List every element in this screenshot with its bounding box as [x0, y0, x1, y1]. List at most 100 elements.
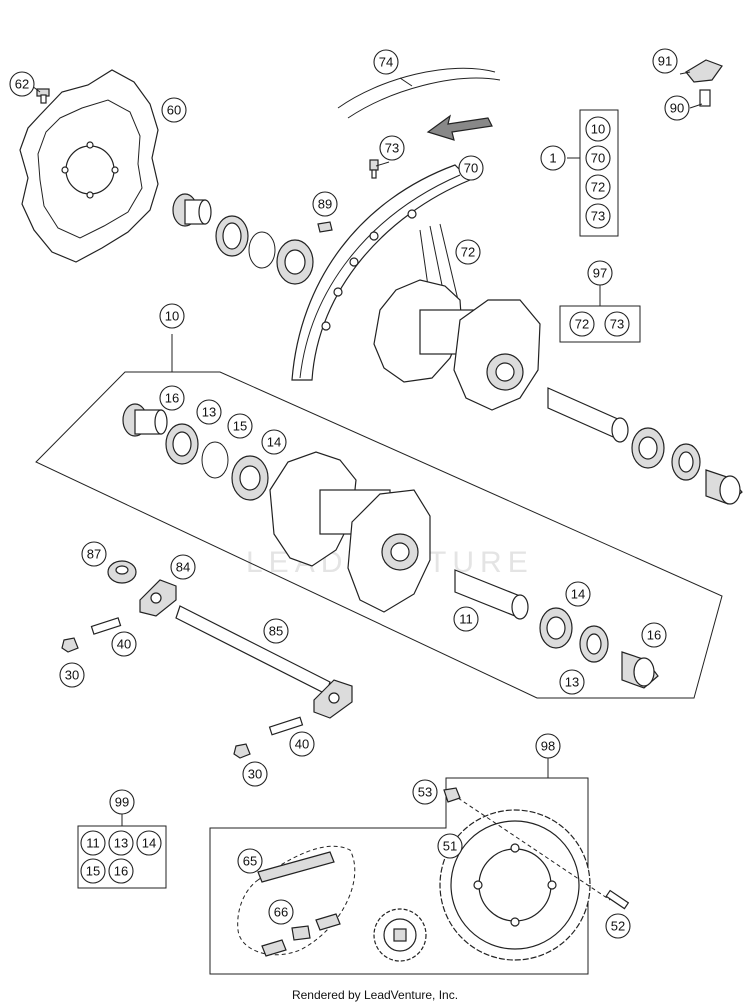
svg-text:60: 60 [167, 103, 181, 118]
callout-87: 87 [81, 541, 107, 567]
callout-72-spokes: 72 [455, 239, 481, 265]
callout-16-left: 16 [159, 385, 185, 411]
svg-text:72: 72 [591, 180, 605, 195]
svg-text:66: 66 [274, 905, 288, 920]
upper-hub-part [373, 279, 541, 411]
callout-60: 60 [161, 97, 187, 123]
chain-link-66-part [291, 925, 311, 941]
svg-text:62: 62 [15, 77, 29, 92]
svg-text:1: 1 [549, 151, 556, 166]
svg-text:72: 72 [461, 245, 475, 260]
sprocket-bolt-axis [457, 797, 611, 901]
seal-15-part [165, 423, 199, 465]
svg-text:90: 90 [670, 101, 684, 116]
rim-valve-part [369, 159, 379, 179]
callout-65: 65 [237, 848, 263, 874]
callout-40-right: 40 [289, 731, 315, 757]
chain-adjuster-84-part [139, 579, 177, 617]
spacer-11-part [454, 569, 529, 620]
svg-text:11: 11 [459, 612, 473, 627]
callout-30-left: 30 [59, 662, 85, 688]
rim-hole-part [321, 321, 331, 331]
callout-98: 98 [535, 733, 561, 759]
svg-text:15: 15 [86, 864, 100, 879]
spoke-nipple-part [317, 221, 333, 233]
svg-text:87: 87 [87, 547, 101, 562]
callout-52: 52 [605, 913, 631, 939]
rim-hole-part [369, 231, 379, 241]
tire-outline-inner-part [347, 77, 501, 119]
nut-30-right-part [233, 743, 251, 759]
callout-89: 89 [312, 191, 338, 217]
callout-11-assembly: 11 [453, 606, 479, 632]
spacer-16-left-part [122, 403, 168, 437]
callout-70-rim: 70 [458, 155, 484, 181]
svg-text:98: 98 [541, 739, 555, 754]
svg-text:14: 14 [142, 836, 156, 851]
callout-13-right: 13 [559, 669, 585, 695]
svg-text:16: 16 [165, 391, 179, 406]
svg-text:73: 73 [385, 141, 399, 156]
callout-15-left: 15 [227, 413, 253, 439]
callout-85: 85 [263, 618, 289, 644]
spacer-16-right-part [621, 651, 659, 689]
assembly-10-boundary [35, 371, 723, 699]
valve-cap-part [685, 59, 723, 107]
svg-text:40: 40 [117, 637, 131, 652]
svg-text:97: 97 [593, 266, 607, 281]
callout-30-right: 30 [242, 761, 268, 787]
svg-text:72: 72 [575, 317, 589, 332]
svg-text:14: 14 [267, 435, 281, 450]
svg-text:11: 11 [86, 836, 100, 851]
front-sprocket-part [373, 908, 427, 962]
svg-text:65: 65 [243, 854, 257, 869]
svg-text:14: 14 [571, 587, 585, 602]
sprocket-bolt-52-part [605, 889, 630, 910]
callout-kit1-72: 72 [585, 174, 611, 200]
seal-13-right-part [579, 625, 609, 663]
svg-text:99: 99 [115, 795, 129, 810]
footer-credit: Rendered by LeadVenture, Inc. [291, 988, 459, 1002]
drive-chain-65-part [237, 845, 356, 957]
bearing-14-left-part [231, 455, 269, 501]
nut-30-left-part [61, 637, 79, 653]
callout-14-right: 14 [565, 581, 591, 607]
callout-kit99-15: 15 [80, 858, 106, 884]
callout-97: 97 [587, 260, 613, 286]
upper-seal-ring-part [215, 215, 249, 257]
callout-kit97-72: 72 [569, 311, 595, 337]
svg-text:30: 30 [248, 767, 262, 782]
bolt-40-left-part [90, 617, 122, 635]
callout-kit1-10: 10 [585, 116, 611, 142]
svg-text:16: 16 [647, 628, 661, 643]
rim-inner-edge [299, 174, 461, 379]
direction-arrow [426, 114, 493, 141]
sprocket-nut-53-part [443, 787, 461, 803]
upper-circlip-part [248, 231, 276, 269]
tire-outline-part [337, 67, 496, 109]
callout-kit99-13: 13 [108, 830, 134, 856]
upper-right-seal-part [671, 443, 701, 481]
axle-adjuster-right-part [313, 679, 353, 719]
callout-kit1-73: 73 [585, 203, 611, 229]
svg-text:30: 30 [65, 668, 79, 683]
callout-51: 51 [437, 833, 463, 859]
svg-text:70: 70 [591, 151, 605, 166]
callout-66: 66 [268, 899, 294, 925]
callout-62: 62 [9, 71, 35, 97]
upper-spacer-bushing-part [172, 193, 212, 227]
svg-text:73: 73 [591, 209, 605, 224]
callout-74: 74 [373, 49, 399, 75]
axle-nut-87-part [107, 560, 137, 584]
hub-10-part [269, 451, 431, 613]
upper-right-bearing-part [631, 427, 665, 469]
svg-text:15: 15 [233, 419, 247, 434]
bolt-40-right-part [268, 716, 304, 736]
svg-text:10: 10 [165, 309, 179, 324]
callout-1: 1 [540, 145, 566, 171]
callout-16-right: 16 [641, 622, 667, 648]
callout-84: 84 [170, 554, 196, 580]
svg-text:40: 40 [295, 737, 309, 752]
svg-text:84: 84 [176, 560, 190, 575]
svg-text:16: 16 [114, 864, 128, 879]
